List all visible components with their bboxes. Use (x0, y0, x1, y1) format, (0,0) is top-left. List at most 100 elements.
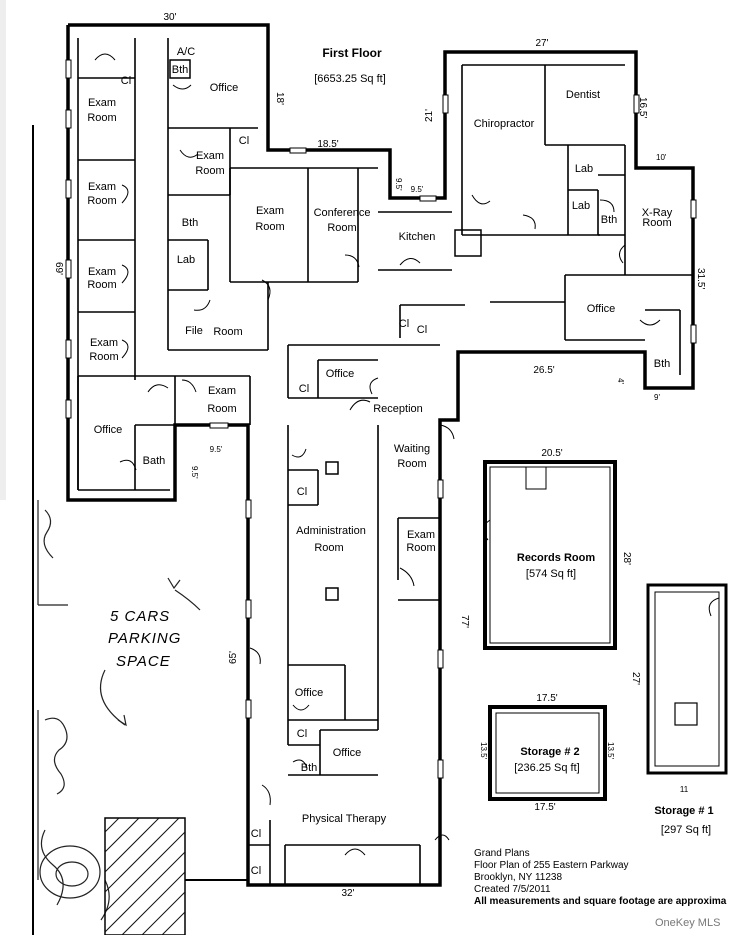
notes-line-2: Floor Plan of 255 Eastern Parkway (474, 860, 629, 871)
office-pt1-label: Office (295, 687, 324, 699)
lab-left-label: Lab (177, 254, 195, 266)
plan-notes: Grand Plans Floor Plan of 255 Eastern Pa… (474, 848, 726, 908)
kitchen-fixture (454, 229, 482, 257)
notes-line-4: Created 7/5/2011 (474, 884, 551, 895)
dim-77: 77' (459, 615, 470, 628)
dentist-label: Dentist (566, 89, 600, 101)
exam-3-line2: Room (87, 279, 116, 291)
storage1-outline (646, 583, 728, 775)
dim-21: 21' (424, 109, 435, 122)
storage1-column (674, 702, 698, 726)
cl-b-label: Cl (417, 324, 427, 336)
dim-16-5: 16.5' (637, 97, 648, 118)
exam-cl-line1: Exam (196, 150, 224, 162)
storage1-door (708, 597, 720, 617)
exam-side-line2: Room (406, 542, 435, 554)
notes-line-1: Grand Plans (474, 848, 530, 859)
conference-line2: Room (327, 222, 356, 234)
cl-c-label: Cl (299, 383, 309, 395)
dim-9-5-a: 9.5' (394, 178, 403, 191)
physical-therapy-label: Physical Therapy (302, 813, 387, 825)
office-top-label: Office (210, 82, 239, 94)
outer-wall-left (66, 25, 250, 860)
ac-label: A/C (177, 46, 195, 58)
dim-4: 4' (616, 378, 625, 384)
cl-1-label: Cl (121, 75, 131, 87)
dim-9-5-d: 9.5' (190, 466, 199, 479)
storage2-title: Storage # 2 (520, 746, 579, 758)
dim-69: 69' (53, 262, 64, 275)
exam-cl-line2: Room (195, 165, 224, 177)
dim-9: 9' (654, 393, 660, 402)
records-door (483, 519, 491, 541)
exam-4-line1: Exam (90, 337, 118, 349)
storage1-area: [297 Sq ft] (661, 824, 711, 836)
parking-line1: 5 CARS (110, 608, 170, 625)
administration-line1: Administration (296, 525, 366, 537)
storage2-inner (495, 712, 600, 794)
windows (65, 59, 697, 779)
waiting-line2: Room (397, 458, 426, 470)
conference-line1: Conference (314, 207, 371, 219)
exam-2-line1: Exam (88, 181, 116, 193)
notes-line-5: All measurements and square footage are … (474, 896, 727, 907)
storage2-right: 13.5' (606, 742, 615, 760)
dim-9-5-b: 9.5' (411, 185, 424, 194)
office-pt2-label: Office (333, 747, 362, 759)
parking-sketch (37, 500, 201, 921)
xray-line1: X-Ray (642, 207, 673, 219)
exam-side-line1: Exam (407, 529, 435, 541)
bth-top-label: Bth (172, 64, 189, 76)
records-area: [574 Sq ft] (526, 568, 576, 580)
exam-mid-line1: Exam (256, 205, 284, 217)
dim-18-5: 18.5' (317, 139, 338, 150)
storage2-top: 17.5' (536, 693, 557, 704)
cl-bottom2-label: Cl (251, 865, 261, 877)
storage1-height: 27' (630, 672, 641, 685)
records-room-outline (483, 460, 617, 650)
storage1-bottom: 11 (680, 785, 689, 794)
cl-bottom1-label: Cl (251, 828, 261, 840)
records-notch (525, 466, 547, 490)
waiting-line1: Waiting (394, 443, 430, 455)
lab-b-label: Lab (572, 200, 590, 212)
watermark: OneKey MLS (655, 917, 721, 929)
records-height: 28' (621, 552, 632, 565)
records-width: 20.5' (541, 448, 562, 459)
parking-line3: SPACE (116, 653, 171, 670)
dim-32: 32' (341, 888, 354, 899)
records-room-inner (489, 466, 611, 644)
dim-18: 18' (274, 92, 285, 105)
door-swings (94, 53, 661, 856)
office-small-label: Office (326, 368, 355, 380)
office-left-label: Office (94, 424, 123, 436)
scan-edge (0, 0, 6, 500)
dim-31-5: 31.5' (695, 268, 706, 289)
storage2-bottom: 17.5' (534, 802, 555, 813)
hatched-area (104, 817, 248, 935)
cl-pt-label: Cl (297, 728, 307, 740)
cl-2-label: Cl (239, 135, 249, 147)
exam-mid-line2: Room (255, 221, 284, 233)
office-right-label: Office (587, 303, 616, 315)
bth-xray-label: Bth (601, 214, 618, 226)
dim-10: 10' (656, 153, 667, 162)
bth-2-label: Bth (182, 217, 199, 229)
storage2-left: 13.5' (479, 742, 488, 760)
admin-column-1 (325, 461, 339, 475)
administration-line2: Room (314, 542, 343, 554)
dim-9-5-c: 9.5' (210, 445, 223, 454)
cl-admin-label: Cl (297, 486, 307, 498)
storage2-outline (488, 705, 607, 801)
reception-label: Reception (373, 403, 423, 415)
exam-low-left-line2: Room (207, 403, 236, 415)
parking-line2: PARKING (108, 630, 181, 647)
exam-1-line1: Exam (88, 97, 116, 109)
chiropractor-label: Chiropractor (474, 118, 535, 130)
exam-low-left-line1: Exam (208, 385, 236, 397)
outer-wall (68, 23, 695, 860)
bath-left-label: Bath (143, 455, 166, 467)
admin-column-2 (325, 587, 339, 601)
file-room-word1: File (185, 325, 203, 337)
